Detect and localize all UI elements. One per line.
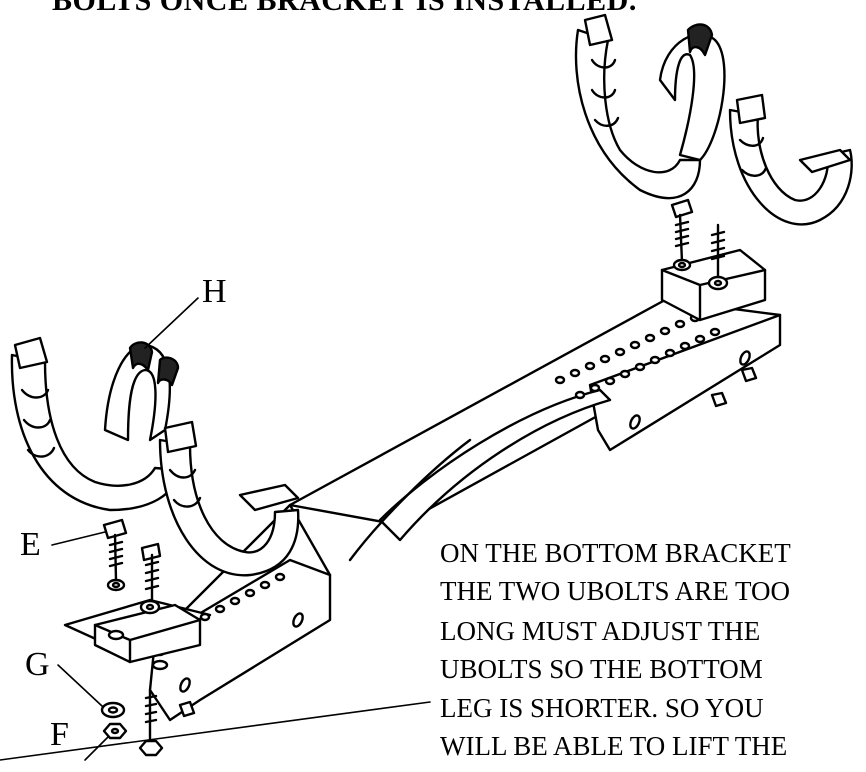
leader-lines xyxy=(0,297,431,761)
leader-g xyxy=(57,664,103,707)
left-holder xyxy=(10,336,300,664)
leader-h xyxy=(144,297,199,349)
left-bolts xyxy=(100,518,196,757)
callout-f-label: F xyxy=(50,716,69,753)
callout-g-label: G xyxy=(25,646,50,683)
bottom-note-line-3: LONG MUST ADJUST THE xyxy=(440,616,761,646)
bottom-note-line-5: LEG IS SHORTER. SO YOU xyxy=(440,693,764,723)
right-bolts xyxy=(670,198,758,408)
leader-e xyxy=(51,531,106,546)
callout-h-label: H xyxy=(202,273,227,310)
leader-note xyxy=(0,701,431,761)
bottom-note-line-1: ON THE BOTTOM BRACKET xyxy=(440,538,791,568)
bottom-note-line-4: UBOLTS SO THE BOTTOM xyxy=(440,654,763,684)
callout-e-label: E xyxy=(20,526,41,563)
top-note-text: BOLTS ONCE BRACKET IS INSTALLED. xyxy=(52,0,637,17)
leader-f xyxy=(84,736,109,761)
right-holder xyxy=(574,13,853,322)
bottom-note-line-6: WILL BE ABLE TO LIFT THE xyxy=(440,731,788,761)
bottom-note-line-2: THE TWO UBOLTS ARE TOO xyxy=(440,576,791,606)
